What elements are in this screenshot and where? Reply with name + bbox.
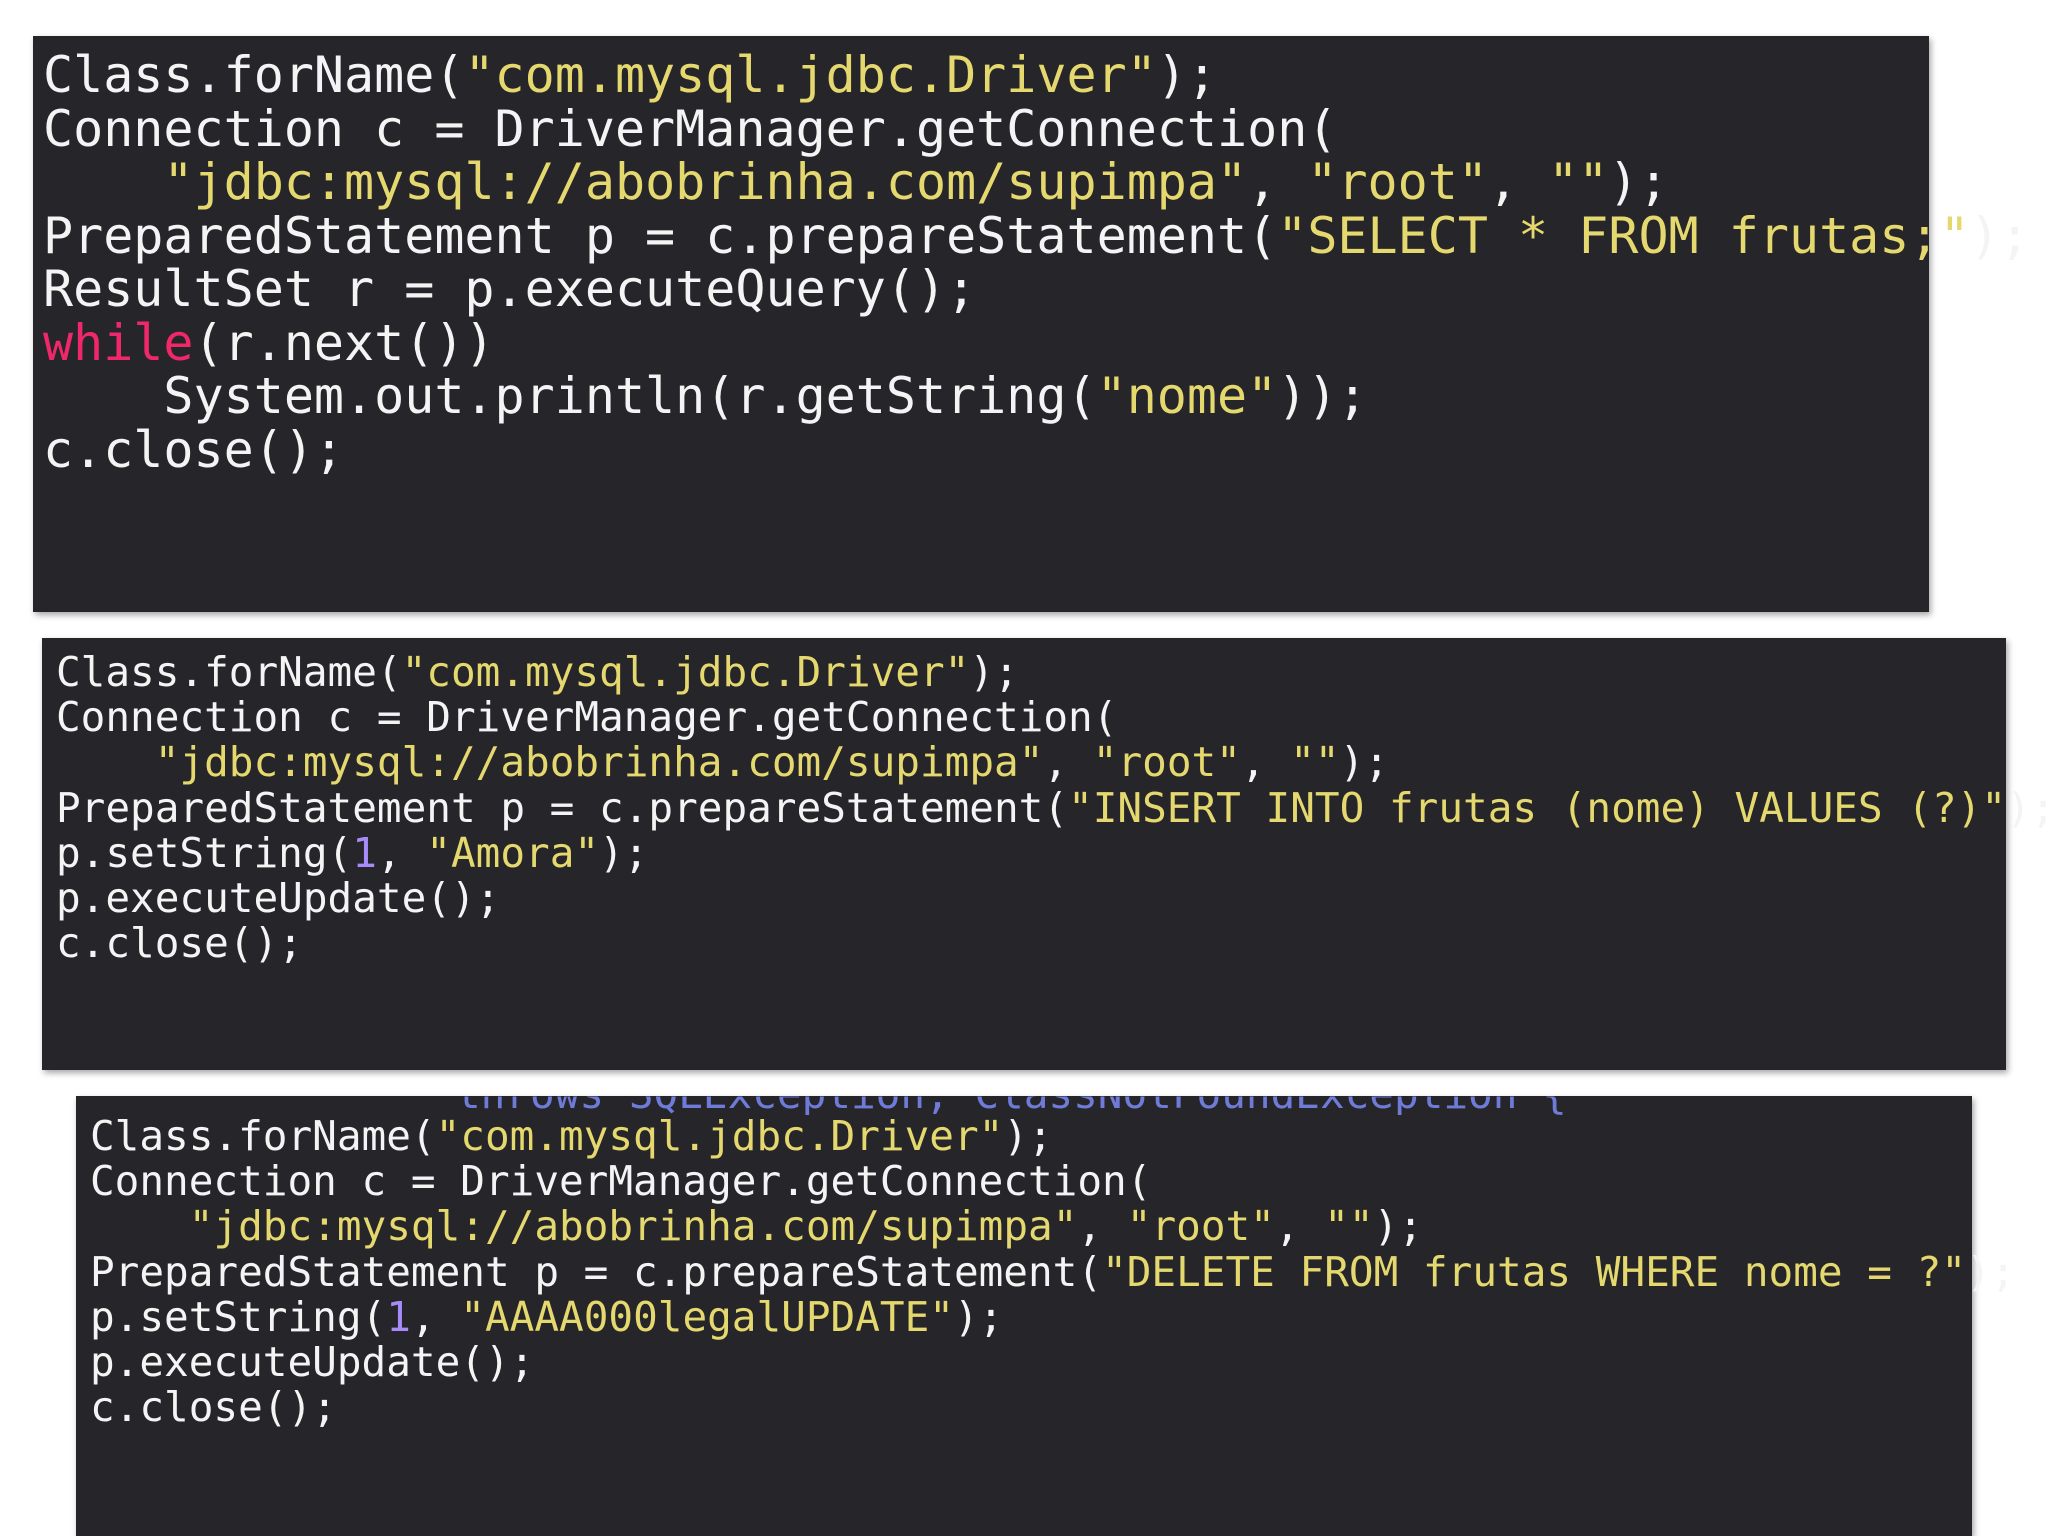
code-token-plain: , — [1247, 153, 1308, 211]
code-token-plain: p.setString( — [56, 828, 353, 877]
code-token-plain: , — [376, 828, 427, 877]
code-line: Class.forName("com.mysql.jdbc.Driver"); — [56, 652, 1019, 693]
code-line: ResultSet r = p.executeQuery(); — [43, 264, 976, 314]
code-token-str: "Amora" — [426, 828, 600, 877]
code-token-plain: , — [1274, 1202, 1325, 1251]
code-token-str: "com.mysql.jdbc.Driver" — [464, 46, 1157, 104]
code-token-plain: p.setString( — [90, 1292, 387, 1341]
code-line: Connection c = DriverManager.getConnecti… — [56, 697, 1117, 738]
code-token-plain: , — [1487, 153, 1549, 211]
code-token-str: "nome" — [1096, 367, 1278, 425]
code-line: c.close(); — [56, 923, 303, 964]
code-token-plain: c.close(); — [43, 420, 345, 479]
code-token-str: "jdbc:mysql://abobrinha.com/supimpa" — [154, 738, 1044, 787]
code-panel-delete: throws SQLException, ClassNotFoundExcept… — [76, 1096, 2015, 1536]
code-token-num: 1 — [386, 1292, 411, 1341]
code-token-plain: ); — [1608, 153, 1669, 211]
code-token-plain: System.out.println(r.getString( — [43, 367, 1097, 425]
code-token-str: "INSERT INTO frutas (nome) VALUES (?)" — [1068, 783, 2007, 832]
code-line: Class.forName("com.mysql.jdbc.Driver"); — [43, 50, 1217, 100]
code-token-plain: Class.forName( — [90, 1112, 436, 1160]
code-line: p.setString(1, "Amora"); — [56, 832, 648, 874]
code-token-str: "jdbc:mysql://abobrinha.com/supimpa" — [188, 1202, 1078, 1251]
clipped-code-line: throws SQLException, ClassNotFoundExcept… — [456, 1070, 1567, 1118]
code-token-str: "com.mysql.jdbc.Driver" — [435, 1112, 1004, 1160]
code-line: Connection c = DriverManager.getConnecti… — [43, 104, 1337, 154]
code-line: PreparedStatement p = c.prepareStatement… — [90, 1251, 2015, 1293]
code-token-str: "" — [1548, 153, 1609, 211]
code-token-plain: PreparedStatement p = c.prepareStatement… — [43, 206, 1278, 265]
code-token-plain: ); — [599, 828, 649, 877]
code-token-plain: , — [410, 1292, 461, 1341]
code-line: while(r.next()) — [43, 318, 495, 368]
code-token-plain: ); — [1373, 1202, 1423, 1251]
code-token-plain: PreparedStatement p = c.prepareStatement… — [56, 783, 1069, 832]
code-token-plain: , — [1240, 738, 1291, 787]
code-token-plain: ); — [1156, 46, 1218, 104]
code-token-plain: Class.forName( — [56, 648, 402, 696]
code-line: Connection c = DriverManager.getConnecti… — [90, 1161, 1151, 1202]
code-line: p.setString(1, "AAAA000legalUPDATE"); — [90, 1296, 1003, 1338]
code-token-str: "AAAA000legalUPDATE" — [460, 1292, 954, 1341]
code-token-str: "SELECT * FROM frutas;" — [1277, 206, 1970, 265]
code-line: "jdbc:mysql://abobrinha.com/supimpa", "r… — [43, 157, 1668, 207]
code-token-plain: ); — [1966, 1247, 2016, 1296]
code-token-plain — [56, 738, 155, 786]
code-token-kw: while — [43, 313, 194, 372]
code-token-plain: p.executeUpdate(); — [56, 874, 501, 922]
code-line: System.out.println(r.getString("nome")); — [43, 371, 1367, 421]
code-token-plain: c.close(); — [56, 919, 303, 968]
code-token-num: 1 — [352, 828, 377, 877]
code-panel-select: Class.forName("com.mysql.jdbc.Driver");C… — [33, 36, 2030, 612]
code-token-plain: ); — [1969, 206, 2030, 265]
code-token-plain: Connection c = DriverManager.getConnecti… — [56, 693, 1118, 742]
code-token-plain: ); — [1339, 738, 1389, 787]
code-line: PreparedStatement p = c.prepareStatement… — [43, 211, 2030, 261]
code-token-plain: PreparedStatement p = c.prepareStatement… — [90, 1247, 1103, 1296]
code-token-plain: Connection c = DriverManager.getConnecti… — [90, 1157, 1152, 1206]
code-token-str: "" — [1290, 738, 1340, 787]
code-token-str: "jdbc:mysql://abobrinha.com/supimpa" — [163, 153, 1248, 211]
code-token-plain: , — [1077, 1202, 1127, 1251]
code-token-plain: )); — [1277, 367, 1368, 425]
code-token-plain — [90, 1202, 189, 1250]
code-line: Class.forName("com.mysql.jdbc.Driver"); — [90, 1116, 1053, 1157]
code-token-plain: c.close(); — [90, 1383, 337, 1432]
code-line: c.close(); — [43, 425, 344, 475]
code-token-plain: ); — [2006, 783, 2048, 832]
code-token-str: "root" — [1307, 153, 1488, 211]
code-token-plain: p.executeUpdate(); — [90, 1338, 535, 1386]
code-token-plain: Class.forName( — [43, 46, 465, 104]
code-line: p.executeUpdate(); — [90, 1342, 534, 1383]
code-token-plain: , — [1043, 738, 1093, 787]
code-line: "jdbc:mysql://abobrinha.com/supimpa", "r… — [90, 1206, 1423, 1247]
code-token-str: "root" — [1126, 1202, 1275, 1251]
code-line: PreparedStatement p = c.prepareStatement… — [56, 787, 2048, 829]
code-token-plain: Connection c = DriverManager.getConnecti… — [43, 99, 1338, 158]
code-token-str: "root" — [1092, 738, 1241, 787]
code-token-plain: ); — [969, 648, 1019, 696]
code-line: p.executeUpdate(); — [56, 878, 500, 919]
code-token-plain: ); — [953, 1292, 1004, 1341]
code-token-plain: ); — [1003, 1112, 1053, 1160]
code-token-plain — [43, 153, 163, 211]
code-token-plain: (r.next()) — [193, 313, 495, 372]
code-token-str: "com.mysql.jdbc.Driver" — [401, 648, 970, 696]
code-token-plain: ResultSet r = p.executeQuery(); — [43, 260, 977, 318]
code-line: c.close(); — [90, 1387, 337, 1428]
code-token-str: "" — [1324, 1202, 1374, 1251]
code-line: "jdbc:mysql://abobrinha.com/supimpa", "r… — [56, 742, 1389, 783]
code-panel-insert: Class.forName("com.mysql.jdbc.Driver");C… — [42, 638, 2048, 1070]
code-token-str: "DELETE FROM frutas WHERE nome = ?" — [1102, 1247, 1967, 1296]
